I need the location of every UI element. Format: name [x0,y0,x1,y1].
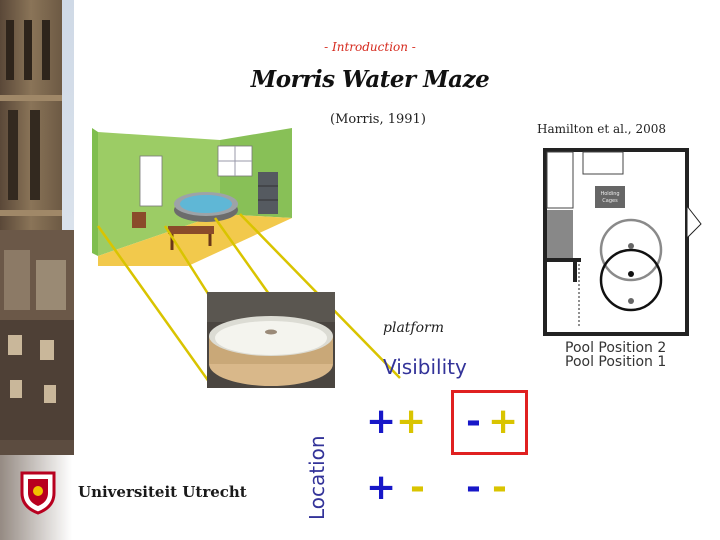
visibility-axis-label: Visibility [383,355,467,379]
university-seal-logo [20,471,56,515]
cell-visible-minus-location-symbol: + [366,467,397,508]
cell-visible-plus-location-symbol: + [366,401,397,442]
citation-text: (Morris, 1991) [330,112,426,127]
legend-pool-position-2: Pool Position 2 [565,340,666,356]
location-axis-label: Location [305,435,329,520]
pool-position-1 [599,248,663,312]
cell-hidden-plus-visibility-symbol: + [488,401,519,442]
pool-photo [207,292,335,388]
cell-visible-minus-visibility-symbol: - [410,467,425,508]
room-floor-plan: Holding Cages Pool Position 2 Pool Posit… [541,148,704,370]
cell-hidden-plus-location-symbol: - [466,401,481,442]
water-maze-room-illustration [92,128,292,266]
holding-cages-label-2: Cages [602,198,618,204]
cell-hidden-minus-visibility-symbol: - [492,467,507,508]
platform-label: platform [383,320,444,336]
university-name: Universiteit Utrecht [78,483,247,501]
pool-position-2 [599,218,663,282]
figure-citation: Hamilton et al., 2008 [537,122,666,136]
cell-hidden-minus-location-symbol: - [466,467,481,508]
highlighted-condition-box [451,390,528,455]
slide-title: Morris Water Maze [250,66,490,93]
section-label: - Introduction - [324,40,416,54]
cell-visible-plus-visibility-symbol: + [396,401,427,442]
holding-cages-label-1: Holding [600,191,619,197]
legend-pool-position-1: Pool Position 1 [565,354,666,370]
